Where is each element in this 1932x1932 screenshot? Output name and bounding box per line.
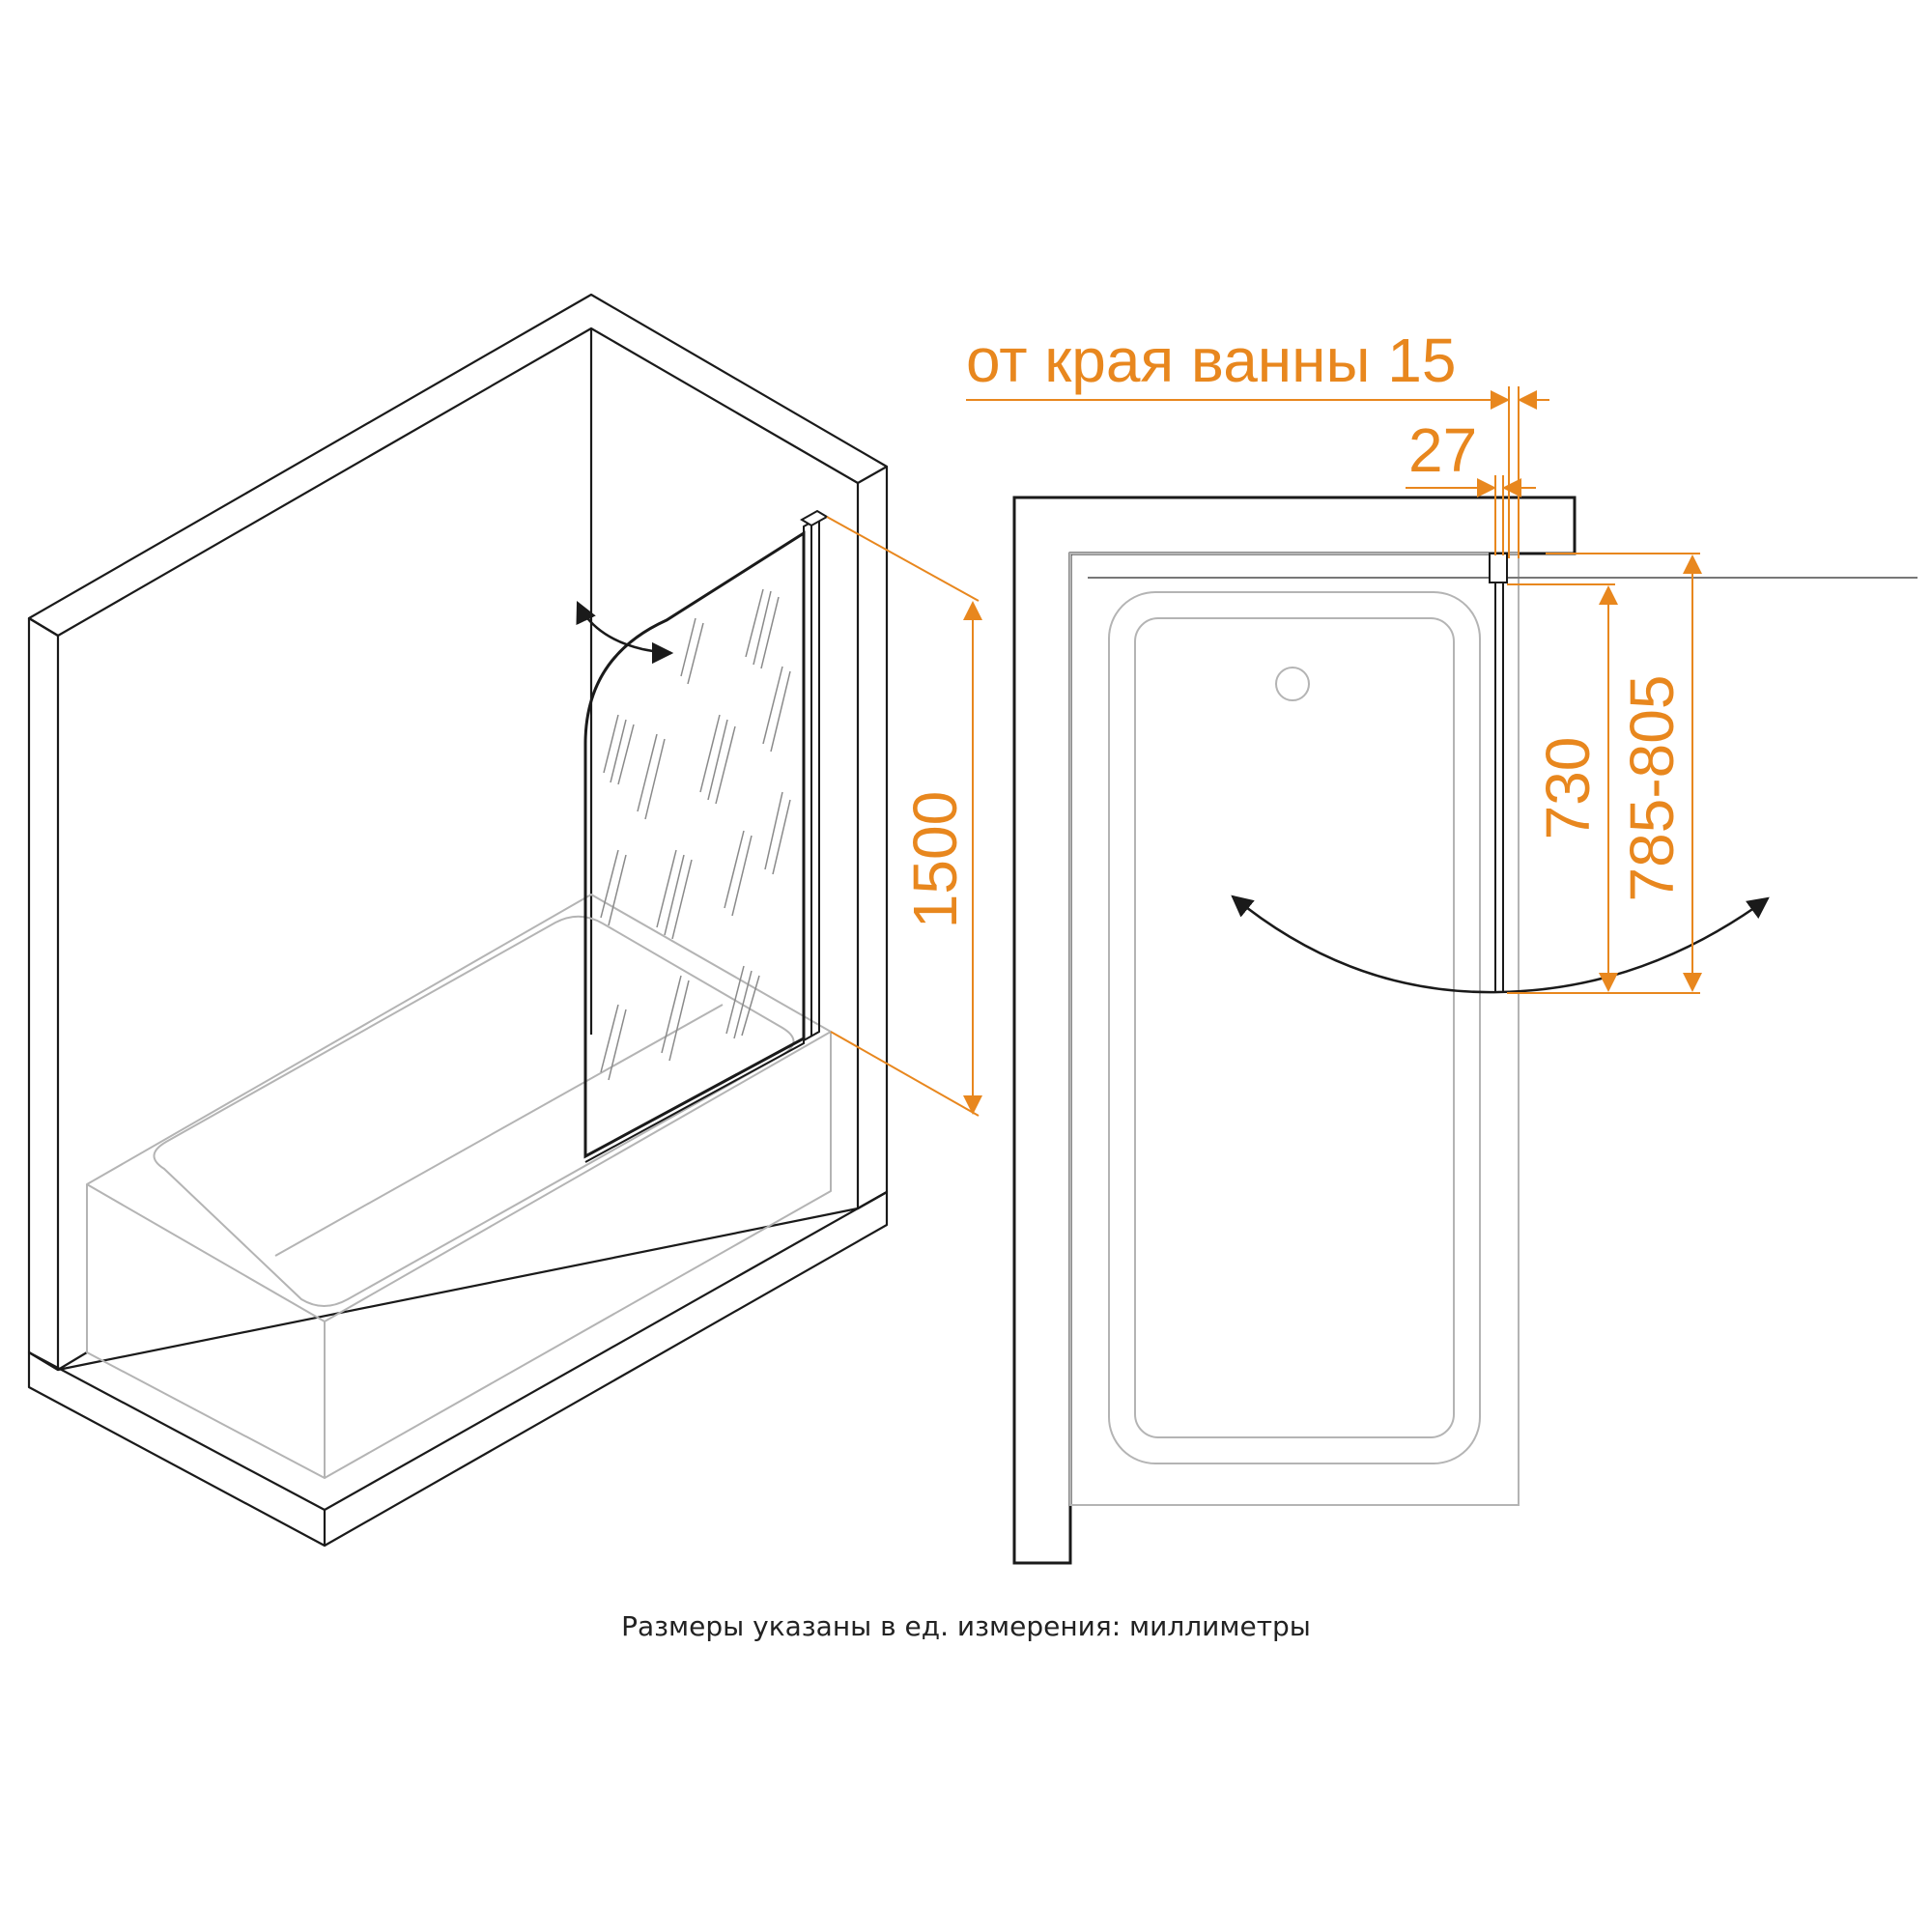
bath-basin xyxy=(153,915,795,1307)
left-wall-edge xyxy=(27,617,60,1372)
wall-plan xyxy=(1012,496,1577,1565)
bath-basin-bottom xyxy=(274,1004,724,1257)
wall-profile-plan xyxy=(1489,553,1508,583)
bath-top-rim xyxy=(86,894,832,1322)
height-ext-bottom xyxy=(830,1031,980,1117)
height-dimension xyxy=(826,516,982,1117)
bath-rim-outer xyxy=(1108,591,1481,1464)
bath-front-side xyxy=(86,1184,326,1479)
glass-pattern xyxy=(600,588,791,1081)
right-wall-edge xyxy=(856,467,889,1210)
floor-slab-top-edge-right xyxy=(324,1191,888,1511)
floor-slab-top-edge xyxy=(28,1351,326,1511)
profile-label: 27 xyxy=(1408,415,1477,485)
isometric-view: 1500 xyxy=(27,293,982,1548)
profile-dimension xyxy=(1406,475,1536,555)
glass-bottom-profile xyxy=(584,1037,805,1163)
units-caption: Размеры указаны в ед. измерения: миллиме… xyxy=(621,1610,1311,1642)
top-view: от края ванны 15 27 730 785-805 xyxy=(966,326,1918,1565)
offset-label: от края ванны 15 xyxy=(966,326,1456,395)
range-label: 785-805 xyxy=(1617,675,1687,902)
height-ext-top xyxy=(826,516,980,602)
floor-slab-top xyxy=(27,1190,889,1548)
swing-arrow-iso xyxy=(576,600,674,665)
glass-width-label: 730 xyxy=(1533,737,1603,840)
bath-rim-inner xyxy=(1134,617,1455,1438)
room-walls xyxy=(27,293,889,1548)
bath-outer xyxy=(1069,553,1520,1506)
bath-plan xyxy=(1069,553,1918,1506)
glass-panel-iso xyxy=(576,509,829,1163)
back-wall-outer-top xyxy=(27,293,889,638)
range-dimension xyxy=(1507,553,1702,994)
inner-floor-left xyxy=(57,1351,88,1371)
height-label: 1500 xyxy=(900,791,970,928)
glass-plan xyxy=(1494,582,1504,993)
glass-panel-plan xyxy=(1489,553,1508,993)
offset-dimension xyxy=(966,386,1549,558)
wall-profile xyxy=(800,509,829,1042)
bath-right-side xyxy=(324,1032,832,1479)
drain-icon xyxy=(1275,667,1310,701)
bath-tub-iso xyxy=(86,894,832,1479)
